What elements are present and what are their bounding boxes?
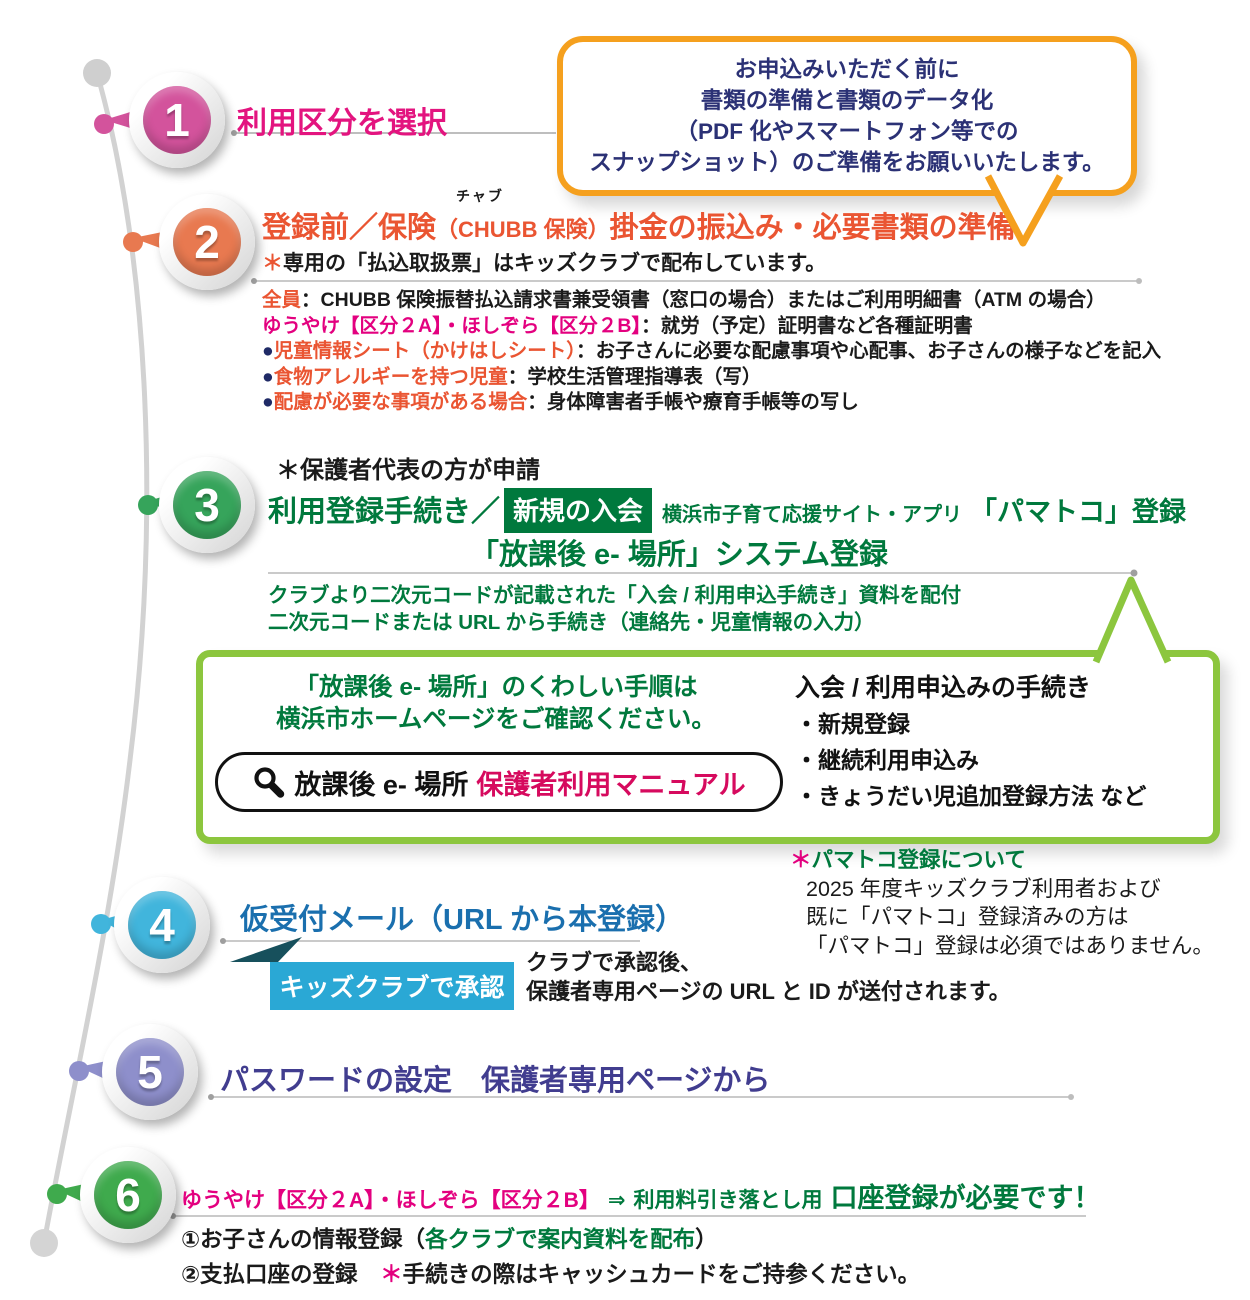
callout-line: スナップショット）のご準備をお願いいたします。 bbox=[589, 150, 1105, 175]
search-term-black: 放課後 e- 場所 bbox=[294, 769, 469, 800]
chubb-furigana: チャブ bbox=[456, 188, 504, 204]
callout-line: （PDF 化やスマートフォン等での bbox=[675, 119, 1019, 144]
search-pill[interactable]: 放課後 e- 場所保護者利用マニュアル bbox=[215, 752, 783, 812]
step-2-badge: 2 bbox=[159, 194, 255, 290]
search-icon bbox=[254, 767, 285, 798]
step-6-title: ゆうやけ【区分２A】・ほしぞら【区分２B】 ⇒ 利用料引き落とし用 口座登録が必… bbox=[181, 1183, 1101, 1213]
step-2-note: ＊専用の「払込取扱票」はキッズクラブで配布しています。 bbox=[262, 252, 827, 275]
step-2-required-documents-list: 全員：CHUBB 保険振替払込請求書兼受領書（窓口の場合）またはご利用明細書（A… bbox=[262, 288, 1162, 416]
step-4-description: クラブで承認後、 保護者専用ページの URL と ID が送付されます。 bbox=[526, 950, 1011, 1004]
step-1-title: 利用区分を選択 bbox=[237, 107, 447, 140]
step-3-body: クラブより二次元コードが記載された「入会 / 利用申込手続き」資料を配付 二次元… bbox=[268, 584, 962, 634]
pamatoko-note: ＊パマトコ登録について 2025 年度キッズクラブ利用者および 既に「パマトコ」… bbox=[790, 848, 1214, 958]
step-6-badge: 6 bbox=[80, 1147, 176, 1243]
step-3-pre-note: ＊保護者代表の方が申請 bbox=[276, 457, 540, 484]
step-6-instructions: ①お子さんの情報登録（各クラブで案内資料を配布） ②支払口座の登録 ＊手続きの際… bbox=[181, 1222, 920, 1292]
step-3-title: 利用登録手続き／ 新規の入会 横浜市子育て応援サイト・アプリ 「パマトコ」登録 bbox=[268, 488, 1186, 533]
step-5-title: パスワードの設定 保護者専用ページから bbox=[220, 1065, 771, 1097]
step-4-title: 仮受付メール（URL から本登録） bbox=[240, 904, 685, 936]
ebasho-instructions: 「放課後 e- 場所」のくわしい手順は 横浜市ホームページをご確認ください。 bbox=[276, 674, 716, 733]
timeline-end-dot bbox=[30, 1229, 58, 1257]
callout-line: 書類の準備と書類のデータ化 bbox=[700, 88, 994, 113]
step-6-number: 6 bbox=[115, 1169, 141, 1221]
step-4-number: 4 bbox=[149, 899, 175, 951]
approval-flag-icon bbox=[230, 937, 302, 962]
list-item: ・継続利用申込み bbox=[795, 747, 979, 773]
list-item: ゆうやけ【区分２A】・ほしぞら【区分２B】：就労（予定）証明書など各種証明書 bbox=[262, 314, 973, 337]
step-1-number: 1 bbox=[164, 94, 190, 146]
step-2-title: 登録前／保険（CHUBB 保険）掛金の振込み・必要書類の準備 bbox=[262, 212, 1016, 244]
list-item: ●配慮が必要な事項がある場合：身体障害者手帳や療育手帳等の写し bbox=[262, 391, 859, 414]
timeline-start-dot bbox=[83, 59, 111, 87]
ebasho-info-box bbox=[196, 650, 1220, 844]
step-2-number: 2 bbox=[194, 216, 220, 268]
list-item: ①お子さんの情報登録（各クラブで案内資料を配布） bbox=[181, 1227, 718, 1252]
step-3-title-line2: 「放課後 e- 場所」システム登録 bbox=[470, 539, 889, 571]
procedures-title: 入会 / 利用申込みの手続き bbox=[795, 674, 1091, 702]
step-3-badge: 3 bbox=[159, 457, 255, 553]
procedures-list: ・新規登録 ・継続利用申込み ・きょうだい児追加登録方法 など bbox=[795, 706, 1146, 814]
step-4-badge: 4 bbox=[114, 877, 210, 973]
list-item: ②支払口座の登録 ＊手続きの際はキャッシュカードをご持参ください。 bbox=[181, 1262, 921, 1287]
list-item: ・きょうだい児追加登録方法 など bbox=[795, 783, 1147, 809]
prepare-documents-callout: お申込みいただく前に 書類の準備と書類のデータ化 （PDF 化やスマートフォン等… bbox=[557, 36, 1137, 196]
step-5-number: 5 bbox=[137, 1046, 163, 1098]
step-5-badge: 5 bbox=[102, 1024, 198, 1120]
new-enrollment-badge: 新規の入会 bbox=[504, 488, 653, 533]
search-term-red: 保護者利用マニュアル bbox=[476, 769, 746, 800]
callout-line: お申込みいただく前に bbox=[734, 57, 960, 82]
list-item: ●食物アレルギーを持つ児童：学校生活管理指導表（写） bbox=[262, 365, 762, 388]
list-item: ・新規登録 bbox=[795, 711, 910, 737]
club-approval-badge: キッズクラブで承認 bbox=[270, 962, 514, 1010]
list-item: 全員：CHUBB 保険振替払込請求書兼受領書（窓口の場合）またはご利用明細書（A… bbox=[262, 289, 1106, 311]
list-item: ●児童情報シート（かけはしシート）：お子さんに必要な配慮事項や心配事、お子さんの… bbox=[262, 340, 1162, 363]
step-3-number: 3 bbox=[194, 479, 220, 531]
step-1-badge: 1 bbox=[129, 72, 225, 168]
